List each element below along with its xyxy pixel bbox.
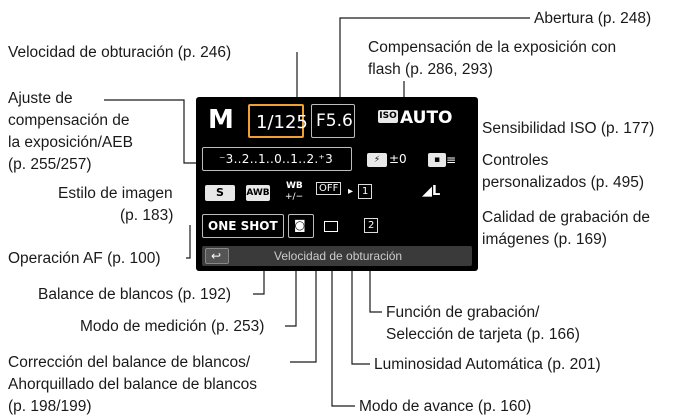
- callout-luminosidad: Luminosidad Automática (p. 201): [374, 356, 601, 373]
- callout-abertura: Abertura (p. 248): [534, 10, 652, 27]
- aperture-value: F5.6: [316, 111, 353, 131]
- metering-icon: ◙: [294, 218, 306, 232]
- callout-calidad-2: imágenes (p. 169): [482, 231, 607, 248]
- callout-af: Operación AF (p. 100): [8, 250, 161, 267]
- callout-medicion: Modo de medición (p. 253): [80, 318, 265, 335]
- record-func-arrow: ▸: [348, 186, 354, 197]
- image-quality-value: L: [432, 184, 441, 199]
- aperture-field[interactable]: F5.6: [311, 104, 355, 138]
- callout-ajuste-1: Ajuste de: [8, 90, 73, 107]
- callout-balance: Balance de blancos (p. 192): [38, 286, 232, 303]
- callout-calidad-1: Calidad de grabación de: [482, 209, 651, 226]
- callout-velocidad: Velocidad de obturación (p. 246): [8, 44, 232, 61]
- callout-flash-comp-2: flash (p. 286, 293): [368, 61, 493, 78]
- return-icon: ↩: [211, 249, 222, 263]
- metering-mode-field[interactable]: ◙: [288, 214, 314, 238]
- flash-comp-value[interactable]: ±0: [389, 152, 407, 166]
- iso-icon: ISO: [378, 110, 398, 123]
- exposure-comp-field[interactable]: ⁻3..2..1..0..1..2.⁺3: [202, 147, 352, 171]
- wb-shift-bottom[interactable]: +/−: [285, 192, 304, 202]
- leader-ajuste: [104, 99, 196, 164]
- quick-control-screen: M 1/125 F5.6 ISO AUTO ⁻3..2..1..0..1..2.…: [196, 97, 478, 271]
- auto-lighting-icon[interactable]: OFF: [316, 182, 342, 195]
- callout-correccion-1: Corrección del balance de blancos/: [8, 354, 251, 371]
- leader-medicion: [285, 258, 297, 327]
- drive-mode-icon: [324, 221, 338, 232]
- leader-avance: [331, 225, 355, 407]
- status-text: Velocidad de obturación: [274, 249, 403, 263]
- callout-correccion-2: Ahorquillado del balance de blancos: [8, 376, 258, 393]
- callout-flash-comp-1: Compensación de la exposición con: [368, 39, 617, 56]
- wb-shift-top: WB: [286, 181, 303, 191]
- picture-style-value: S: [216, 186, 224, 199]
- iso-value[interactable]: AUTO: [400, 108, 453, 128]
- callout-controles-1: Controles: [482, 152, 549, 169]
- callout-iso: Sensibilidad ISO (p. 177): [482, 120, 655, 137]
- white-balance-icon[interactable]: AWB: [246, 185, 270, 201]
- callout-avance: Modo de avance (p. 160): [359, 398, 532, 415]
- callout-estilo-2: (p. 183): [120, 207, 174, 224]
- callout-correccion-3: (p. 198/199): [8, 398, 92, 415]
- shutter-speed-field[interactable]: 1/125: [248, 104, 308, 138]
- back-button[interactable]: ↩: [205, 248, 229, 264]
- af-operation-value: ONE SHOT: [208, 219, 278, 233]
- callout-estilo-1: Estilo de imagen: [58, 185, 173, 202]
- leader-af: [186, 225, 191, 259]
- drive-mode-field[interactable]: [318, 214, 342, 238]
- shooting-mode[interactable]: M: [208, 105, 234, 135]
- image-quality-icon[interactable]: ◢L: [422, 184, 441, 199]
- flash-comp-icon: ⚡: [367, 153, 387, 167]
- callout-controles-2: personalizados (p. 495): [482, 174, 644, 191]
- custom-controls-icon[interactable]: ▪: [428, 153, 446, 167]
- callout-ajuste-4: (p. 255/257): [8, 156, 92, 173]
- callout-ajuste-3: la exposición/AEB: [8, 134, 133, 151]
- callout-ajuste-2: compensación de: [8, 112, 130, 129]
- custom-controls-lines: ≡: [446, 153, 457, 167]
- af-operation-field[interactable]: ONE SHOT: [202, 214, 284, 238]
- callout-funcion-2: Selección de tarjeta (p. 166): [386, 326, 580, 343]
- exposure-scale: ⁻3..2..1..0..1..2.⁺3: [219, 152, 334, 166]
- card-slot-icon[interactable]: 2: [364, 218, 379, 233]
- shutter-speed-value: 1/125: [256, 112, 308, 133]
- record-func-card[interactable]: 1: [358, 184, 373, 199]
- callout-funcion-1: Función de grabación/: [386, 304, 540, 321]
- picture-style-icon[interactable]: S: [205, 185, 235, 201]
- status-bar: ↩ Velocidad de obturación: [202, 246, 472, 266]
